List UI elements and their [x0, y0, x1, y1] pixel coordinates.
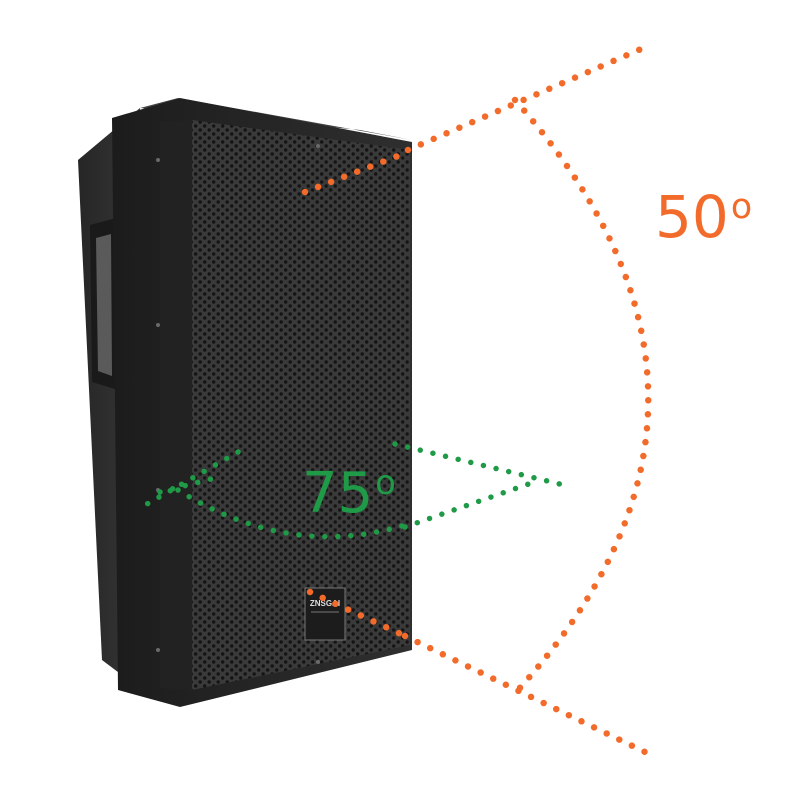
vertical-dispersion-guide — [301, 42, 652, 756]
screw — [156, 158, 160, 162]
vertical-arc — [511, 96, 652, 694]
horizontal-arc — [175, 487, 408, 540]
vertical-angle-label: 50o — [655, 188, 752, 246]
horizontal-upper-ray — [392, 441, 571, 489]
brand-badge-text: ZNSGAI — [310, 599, 340, 608]
screw — [316, 144, 320, 148]
vertical-lower-ray-short — [306, 588, 409, 640]
vertical-upper-ray-long — [404, 42, 652, 154]
handle-bar — [96, 234, 112, 376]
screw — [316, 660, 320, 664]
vertical-angle-value: 50 — [655, 183, 729, 251]
grille-edge — [160, 120, 192, 690]
horizontal-angle-value: 75 — [302, 461, 374, 526]
horizontal-angle-unit: o — [375, 462, 396, 502]
screw — [156, 648, 160, 652]
horizontal-angle-label: 75o — [302, 462, 396, 522]
vertical-upper-ray-short — [301, 148, 412, 196]
frame-screws — [156, 144, 320, 664]
horizontal-lower-ray — [402, 477, 543, 530]
horizontal-dispersion-guide — [137, 441, 571, 540]
vertical-lower-ray-long — [401, 632, 649, 756]
vertical-angle-unit: o — [730, 186, 753, 227]
horizontal-left-ray-lower — [157, 475, 218, 495]
screw — [156, 323, 160, 327]
speaker-cabinet: ZNSGAI — [78, 98, 412, 707]
grille — [192, 120, 410, 690]
